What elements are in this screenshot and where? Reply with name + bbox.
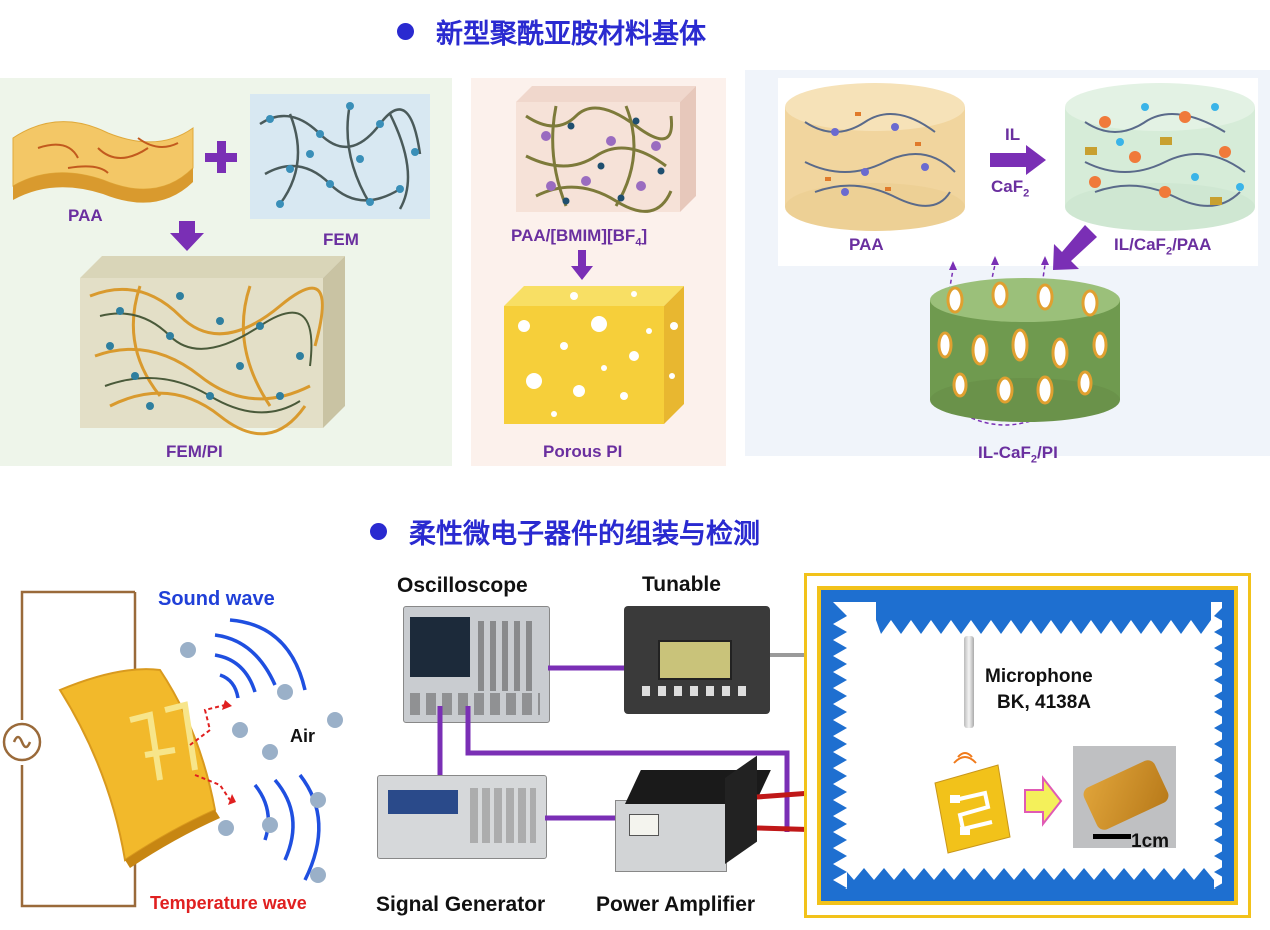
oscilloscope-screen (410, 617, 470, 677)
fem-pi-label: FEM/PI (166, 442, 223, 461)
paa-il-prefix: PAA/[BMIM][BF (511, 226, 636, 245)
tunable-label: Tunable (642, 573, 721, 596)
plus-icon (205, 141, 237, 173)
tunable-filter-device (624, 606, 770, 714)
signal-generator-label: Signal Generator (376, 893, 546, 916)
down-arrow-icon (170, 221, 204, 251)
paa-cylinder-label: PAA (849, 235, 884, 254)
il-caf2-paa-label: IL/CaF2/PAA (1114, 235, 1211, 257)
power-amplifier-device (615, 755, 771, 872)
down-arrow-icon (571, 250, 593, 280)
sample-photo (1073, 746, 1176, 848)
scale-bar-label: 1cm (1131, 831, 1170, 852)
il-caf2-paa-suffix: /PAA (1172, 235, 1212, 254)
paa-il-suffix: ] (641, 226, 648, 245)
microphone-device (964, 636, 974, 728)
diagonal-arrow-icon (1053, 225, 1097, 270)
signal-generator-display (388, 790, 458, 814)
il-caf2-pi-subscript: 2 (1030, 453, 1038, 466)
sound-wave-label: Sound wave (158, 588, 275, 610)
section-1-heading: 新型聚酰亚胺材料基体 (397, 12, 706, 51)
panel-porous-pi: PAA/[BMIM][BF4] Porous PI (471, 78, 726, 466)
paa-label: PAA (68, 206, 103, 225)
chamber-wedges (833, 602, 1228, 895)
section-1-title: 新型聚酰亚胺材料基体 (436, 19, 706, 50)
air-label: Air (290, 726, 316, 746)
thermoacoustic-device-illustration (2, 590, 343, 908)
paa-cylinder-illustration (785, 83, 965, 231)
paa-il-block-illustration (516, 86, 696, 213)
right-arrow-icon (1024, 775, 1063, 827)
oscilloscope-device (403, 606, 550, 723)
oscilloscope-knobs (478, 621, 538, 691)
scale-bar (1093, 834, 1131, 839)
il-label: IL (1005, 125, 1021, 144)
bullet-icon (397, 23, 414, 40)
il-caf2-paa-cylinder-illustration (1065, 83, 1255, 231)
section-2-heading: 柔性微电子器件的组装与检测 (370, 512, 760, 551)
caf2-prefix: CaF (991, 177, 1024, 196)
panel-fem-pi: PAA FEM FEM/PI (0, 78, 452, 466)
power-amplifier-meter (629, 814, 659, 836)
caf2-subscript: 2 (1023, 187, 1030, 200)
oscilloscope-label: Oscilloscope (397, 574, 528, 597)
signal-generator-device (377, 775, 547, 859)
il-caf2-pi-cylinder-illustration (930, 256, 1120, 426)
il-caf2-pi-label: IL-CaF2/PI (978, 443, 1058, 465)
caf2-label: CaF2 (991, 177, 1029, 199)
sample-photo-device (1080, 757, 1172, 833)
power-amplifier-label: Power Amplifier (596, 893, 756, 916)
paa-il-label: PAA/[BMIM][BF4] (511, 226, 647, 248)
microphone-label: Microphone (985, 666, 1093, 687)
il-caf2-paa-subscript: 2 (1165, 245, 1173, 258)
section-2-title: 柔性微电子器件的组装与检测 (409, 519, 760, 550)
paa-il-subscript: 4 (635, 236, 642, 249)
temperature-wave-label: Temperature wave (150, 893, 307, 913)
microphone-model-label: BK, 4138A (997, 692, 1091, 713)
fem-pi-block-illustration (80, 256, 345, 436)
chamber-wall (817, 586, 1238, 905)
il-caf2-pi-prefix: IL-CaF (978, 443, 1031, 462)
paa-sheet-illustration (12, 121, 194, 203)
anechoic-chamber (804, 573, 1251, 918)
il-caf2-paa-prefix: IL/CaF (1114, 235, 1166, 254)
il-caf2-pi-suffix: /PI (1037, 443, 1058, 462)
tunable-filter-display (658, 640, 732, 680)
fem-network-illustration (250, 94, 430, 219)
porous-pi-block-illustration (504, 286, 684, 424)
right-arrow-icon (990, 145, 1046, 175)
fem-label: FEM (323, 230, 359, 249)
porous-pi-label: Porous PI (543, 442, 623, 461)
panel-il-caf2-pi: PAA IL CaF2 IL/CaF2/PAA (745, 70, 1270, 465)
thermoacoustic-sample (934, 752, 1011, 854)
bullet-icon (370, 523, 387, 540)
